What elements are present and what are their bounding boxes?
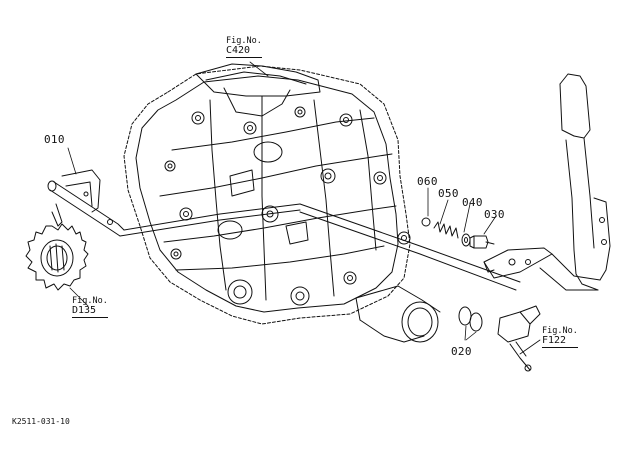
callout-020: 020: [451, 345, 472, 358]
shift-shaft-010: [47, 169, 301, 237]
transmission-housing: [123, 63, 411, 325]
callout-060: 060: [417, 175, 438, 188]
callout-030: 030: [484, 208, 505, 221]
figure-ref-c420-label: Fig.No.: [226, 36, 262, 46]
figure-ref-d135-label: Fig.No.: [72, 296, 108, 306]
o-rings-020: [458, 306, 483, 332]
sleeve-collar: [355, 285, 441, 343]
figure-ref-f122-label: Fig.No.: [542, 326, 578, 336]
figure-ref-f122-code: F122: [542, 336, 578, 348]
gear-d135: [25, 223, 89, 291]
callout-040: 040: [462, 196, 483, 209]
lever-arm: [483, 247, 601, 372]
leader-lines: [67, 61, 541, 355]
figure-ref-d135-code: D135: [72, 306, 108, 318]
spring-050: [433, 221, 459, 239]
figure-ref-c420: Fig.No. C420: [226, 36, 262, 58]
detent-parts: [421, 217, 495, 249]
figure-ref-c420-code: C420: [226, 46, 262, 58]
figure-ref-f122: Fig.No. F122: [542, 326, 578, 348]
callout-050: 050: [438, 187, 459, 200]
hand-lever-f122: [559, 73, 611, 291]
figure-ref-d135: Fig.No. D135: [72, 296, 108, 318]
callout-010: 010: [44, 133, 65, 146]
drawing-reference: K2511-031-10: [12, 417, 70, 426]
